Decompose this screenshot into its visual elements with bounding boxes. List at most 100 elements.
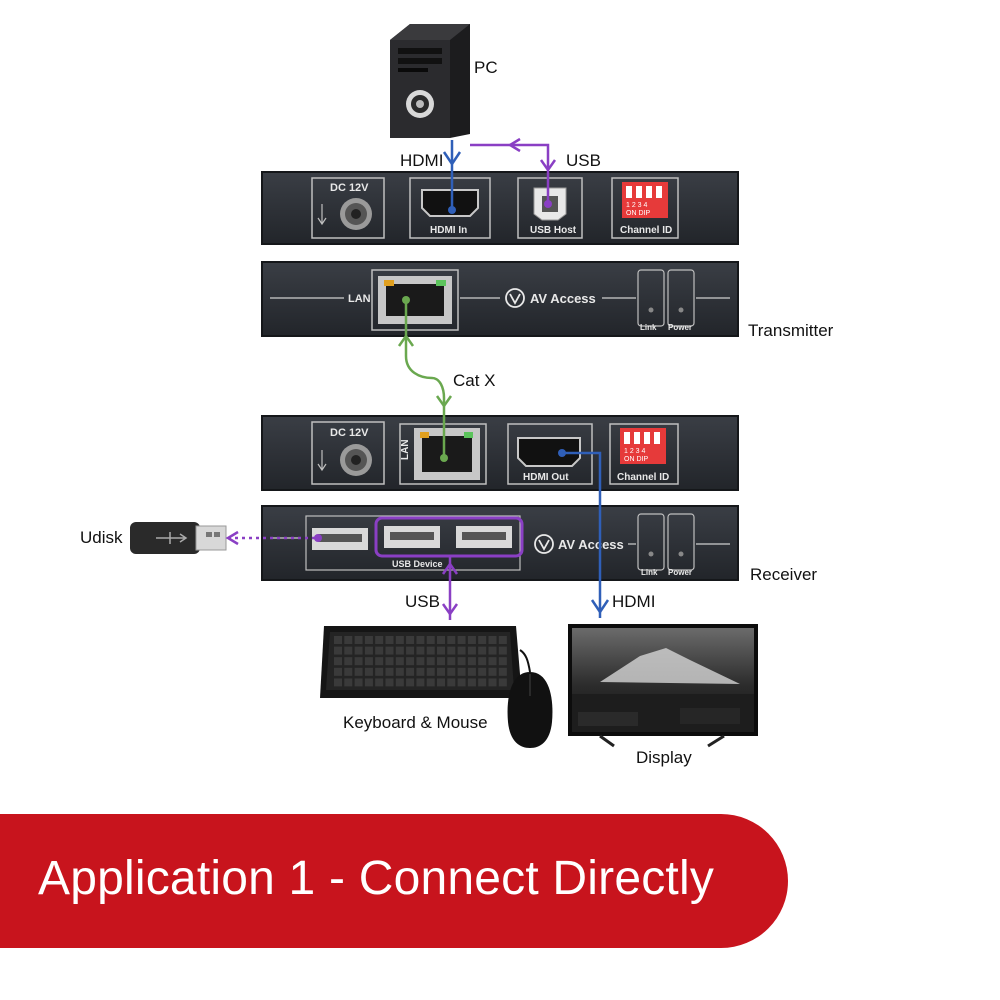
usb-symbol-icon bbox=[156, 532, 188, 544]
keyboard-key bbox=[488, 667, 497, 676]
keyboard-key bbox=[478, 636, 487, 644]
keyboard-keys bbox=[334, 636, 507, 687]
keyboard-key bbox=[334, 667, 342, 676]
keyboard-key bbox=[406, 667, 415, 676]
keyboard-key bbox=[478, 646, 487, 655]
keyboard-key bbox=[498, 646, 507, 655]
rx-channel-id-label: Channel ID bbox=[617, 472, 669, 483]
banner-title: Application 1 - Connect Directly bbox=[38, 852, 715, 905]
keyboard-key bbox=[488, 646, 497, 655]
receiver-label: Receiver bbox=[750, 565, 817, 584]
hdmi-bottom-label: HDMI bbox=[612, 592, 655, 611]
keyboard-key bbox=[375, 646, 384, 655]
keyboard-key bbox=[426, 657, 435, 666]
keyboard-key bbox=[364, 646, 373, 655]
rx-hdmi-out-port bbox=[517, 437, 581, 467]
keyboard-key bbox=[354, 657, 363, 666]
catx-label: Cat X bbox=[453, 371, 496, 390]
keyboard-key bbox=[457, 678, 466, 687]
keyboard-key bbox=[406, 636, 415, 644]
keyboard-key bbox=[385, 657, 394, 666]
catx-cable bbox=[404, 300, 446, 458]
tx-brand-label: AV Access bbox=[530, 291, 596, 306]
keyboard-key bbox=[498, 667, 507, 676]
rx-usb-device-label: USB Device bbox=[392, 559, 443, 569]
tx-hdmi-in-port bbox=[421, 189, 479, 217]
pc-label: PC bbox=[474, 58, 498, 77]
keyboard-key bbox=[498, 636, 507, 644]
keyboard-key bbox=[457, 657, 466, 666]
keyboard-key bbox=[467, 667, 476, 676]
rx-link-label: Link bbox=[641, 568, 658, 577]
rx-lan-label: LAN bbox=[400, 439, 411, 460]
keyboard-key bbox=[467, 678, 476, 687]
keyboard-key bbox=[334, 657, 342, 666]
keyboard-key bbox=[457, 636, 466, 644]
usb-top-label: USB bbox=[566, 151, 601, 170]
keyboard-key bbox=[375, 657, 384, 666]
keyboard-key bbox=[488, 678, 497, 687]
tx-dc-label: DC 12V bbox=[330, 182, 369, 194]
keyboard-key bbox=[354, 646, 363, 655]
keyboard-key bbox=[334, 636, 342, 644]
title-banner bbox=[0, 814, 788, 948]
keyboard-key bbox=[395, 646, 404, 655]
hdmi-top-label: HDMI bbox=[400, 151, 443, 170]
udisk-image bbox=[130, 522, 227, 554]
keyboard-key bbox=[395, 657, 404, 666]
keyboard-key bbox=[395, 667, 404, 676]
keyboard-key bbox=[375, 636, 384, 644]
keyboard-key bbox=[498, 657, 507, 666]
keyboard-key bbox=[426, 678, 435, 687]
keyboard-key bbox=[457, 667, 466, 676]
keyboard-key bbox=[364, 667, 373, 676]
rx-dc-label: DC 12V bbox=[330, 427, 369, 439]
keyboard-mouse-label: Keyboard & Mouse bbox=[343, 713, 488, 732]
hdmi-cable-receiver-to-display bbox=[562, 451, 602, 618]
keyboard-key bbox=[385, 636, 394, 644]
keyboard-key bbox=[447, 667, 456, 676]
keyboard-key bbox=[416, 646, 425, 655]
keyboard-key bbox=[344, 657, 353, 666]
udisk-label: Udisk bbox=[80, 528, 123, 547]
keyboard-key bbox=[364, 636, 373, 644]
keyboard-key bbox=[437, 678, 445, 687]
keyboard-key bbox=[488, 657, 497, 666]
keyboard-key bbox=[478, 678, 487, 687]
tx-dip-on: ON DIP bbox=[626, 210, 650, 217]
keyboard-key bbox=[447, 678, 456, 687]
tx-link-label: Link bbox=[640, 323, 657, 332]
keyboard-key bbox=[416, 667, 425, 676]
keyboard-key bbox=[406, 678, 415, 687]
tx-usb-host-label: USB Host bbox=[530, 225, 577, 236]
keyboard-key bbox=[364, 678, 373, 687]
keyboard-key bbox=[437, 636, 445, 644]
keyboard-key bbox=[416, 678, 425, 687]
keyboard-key bbox=[426, 667, 435, 676]
tx-power-led bbox=[678, 307, 684, 313]
usb-cable-pc-to-transmitter bbox=[470, 143, 550, 204]
rx-power-label: Power bbox=[668, 568, 692, 577]
transmitter-back-panel: LAN AV Access Link Power bbox=[261, 261, 739, 337]
keyboard-key bbox=[488, 636, 497, 644]
keyboard-key bbox=[437, 667, 445, 676]
tx-brand-logo-icon bbox=[505, 288, 525, 308]
display-label: Display bbox=[636, 748, 692, 767]
keyboard-key bbox=[437, 646, 445, 655]
keyboard-key bbox=[375, 667, 384, 676]
keyboard-key bbox=[478, 657, 487, 666]
keyboard-key bbox=[406, 646, 415, 655]
keyboard-key bbox=[344, 678, 353, 687]
receiver-back-panel: USB Device AV Access Link Power bbox=[261, 505, 739, 581]
tx-link-led bbox=[648, 307, 654, 313]
rx-brand-label: AV Access bbox=[558, 537, 624, 552]
mouse-image bbox=[507, 649, 553, 748]
display-image bbox=[568, 624, 758, 748]
tx-power-label: Power bbox=[668, 323, 692, 332]
keyboard-key bbox=[478, 667, 487, 676]
rx-dip-on: ON DIP bbox=[624, 456, 648, 463]
keyboard-key bbox=[354, 667, 363, 676]
keyboard-key bbox=[498, 678, 507, 687]
keyboard-key bbox=[457, 646, 466, 655]
